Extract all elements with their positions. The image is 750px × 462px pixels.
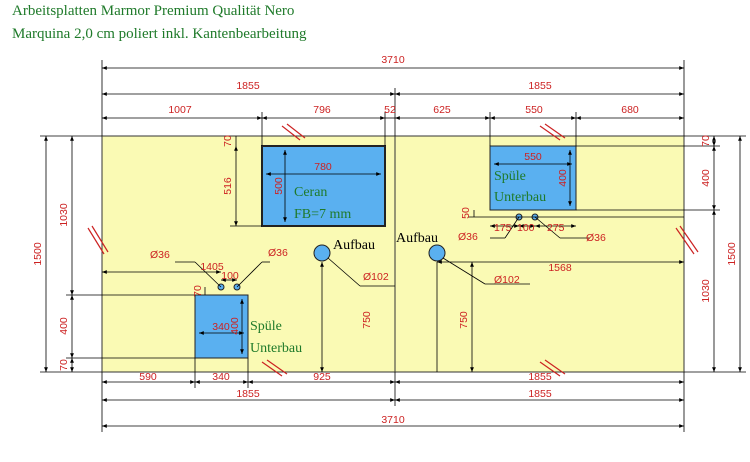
dimension-lines <box>40 60 746 432</box>
dim-right-400: 400 <box>700 169 712 187</box>
dim-right-1500: 1500 <box>726 242 738 266</box>
aufbau-right-1568: 1568 <box>548 262 572 274</box>
sink-right-height: 400 <box>557 169 569 187</box>
sink-right-label-1: Spüle <box>494 169 526 184</box>
sink-left-1405: 1405 <box>200 261 224 273</box>
dim-top-1007: 1007 <box>168 104 192 116</box>
title-line-2: Marquina 2,0 cm poliert inkl. Kantenbear… <box>12 26 307 42</box>
dim-right-1030: 1030 <box>700 279 712 303</box>
sink-left-height: 400 <box>229 317 241 335</box>
dim-bottom-1855-right: 1855 <box>528 371 552 383</box>
dim-right-70: 70 <box>700 135 712 147</box>
dim-bottom-overall: 3710 <box>381 414 405 426</box>
hatch-marks <box>87 123 699 377</box>
sink-left-width: 340 <box>212 321 230 333</box>
sink-left-label-2: Unterbau <box>250 341 302 356</box>
sink-left-label-1: Spüle <box>250 319 282 334</box>
sink-left-70: 70 <box>192 285 204 297</box>
sink-right-width: 550 <box>524 151 542 163</box>
sink-right-label-2: Unterbau <box>494 190 546 205</box>
dim-bottom-925: 925 <box>313 371 331 383</box>
ceran-cutout <box>261 145 386 227</box>
ceran-height: 500 <box>273 177 285 195</box>
sink-right-100: 100 <box>517 222 535 234</box>
aufbau-left-hole <box>313 244 331 262</box>
dim-bottom-340: 340 <box>212 371 230 383</box>
aufbau-right-dia: Ø102 <box>494 274 520 286</box>
aufbau-right-hole <box>428 244 446 262</box>
dim-top-625: 625 <box>433 104 451 116</box>
sink-right-cutout <box>489 145 577 211</box>
sink-left-dia-b: Ø36 <box>268 247 288 259</box>
title-line-1: Arbeitsplatten Marmor Premium Qualität N… <box>12 3 295 19</box>
sink-right-50: 50 <box>460 207 472 219</box>
ceran-label-1: Ceran <box>294 185 327 200</box>
sink-right-175: 175 <box>494 222 512 234</box>
ceran-offset-516: 516 <box>222 177 234 195</box>
dim-top-left-half: 1855 <box>236 80 260 92</box>
dim-top-680: 680 <box>621 104 639 116</box>
aufbau-left-750: 750 <box>361 311 373 329</box>
dim-left-400: 400 <box>58 317 70 335</box>
aufbau-left-label: Aufbau <box>333 238 375 253</box>
sink-right-dia-b: Ø36 <box>586 232 606 244</box>
sink-left-100: 100 <box>221 270 239 282</box>
aufbau-right-label: Aufbau <box>396 231 438 246</box>
dim-left-1030: 1030 <box>58 203 70 227</box>
dim-top-right-half: 1855 <box>528 80 552 92</box>
dim-left-1500: 1500 <box>32 242 44 266</box>
sink-right-275: 275 <box>547 222 565 234</box>
sink-left-cutout <box>194 294 249 359</box>
dim-top-overall: 3710 <box>381 54 405 66</box>
aufbau-left-dia: Ø102 <box>363 271 389 283</box>
aufbau-right-750: 750 <box>458 311 470 329</box>
dim-bottom-590: 590 <box>139 371 157 383</box>
ceran-label-2: FB=7 mm <box>294 207 351 222</box>
dim-bottom-right-half: 1855 <box>528 388 552 400</box>
dim-top-52: 52 <box>384 104 396 116</box>
ceran-offset-70: 70 <box>222 135 234 147</box>
sink-right-dia-a: Ø36 <box>458 231 478 243</box>
dim-bottom-left-half: 1855 <box>236 388 260 400</box>
ceran-width: 780 <box>314 161 332 173</box>
dim-left-70: 70 <box>58 359 70 371</box>
sink-left-dia-a: Ø36 <box>150 249 170 261</box>
dim-top-550: 550 <box>525 104 543 116</box>
dim-top-796: 796 <box>313 104 331 116</box>
